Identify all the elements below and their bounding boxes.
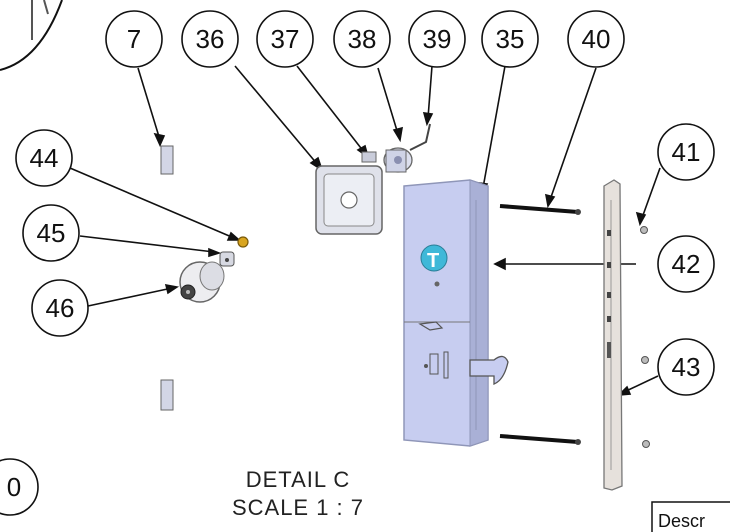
callout-0-partial: 0 [0, 458, 39, 516]
detail-scale: SCALE 1 : 7 [232, 495, 364, 520]
callout-38-label: 38 [348, 24, 377, 54]
callout-41: 41 [657, 123, 715, 181]
callout-46: 46 [31, 279, 89, 337]
callout-42-label: 42 [672, 249, 701, 279]
callout-36-label: 36 [196, 24, 225, 54]
callout-45: 45 [22, 204, 80, 262]
part-38-39-cylinder-assembly [383, 123, 431, 173]
callout-40: 40 [567, 10, 625, 68]
callout-37-label: 37 [271, 24, 300, 54]
callout-36: 36 [181, 10, 239, 68]
callout-41-label: 41 [672, 137, 701, 167]
svg-text:T: T [427, 250, 439, 272]
callout-46-label: 46 [46, 293, 75, 323]
part-43-face-plate [603, 179, 623, 491]
detail-title: DETAIL C [246, 467, 351, 492]
callout-7-label: 7 [127, 24, 141, 54]
callout-35-label: 35 [496, 24, 525, 54]
callout-37: 37 [256, 10, 314, 68]
part-37-clip [361, 151, 377, 163]
part-44-pin [237, 236, 249, 248]
callout-43: 43 [657, 338, 715, 396]
callout-40-label: 40 [582, 24, 611, 54]
part-40-42-long-screws [499, 204, 581, 445]
part-7-plate-top [160, 145, 174, 175]
part-46-knob [179, 261, 225, 303]
callout-45-label: 45 [37, 218, 66, 248]
leader-lines [69, 65, 661, 396]
callout-38: 38 [333, 10, 391, 68]
part-41-screws [640, 226, 650, 448]
callout-44: 44 [15, 129, 73, 187]
part-36-escutcheon [315, 165, 383, 235]
callout-35: 35 [481, 10, 539, 68]
part-7-plate-bottom [160, 379, 174, 411]
callout-43-label: 43 [672, 352, 701, 382]
part-35-lock-body: T [403, 179, 509, 447]
partial-detail-circle [0, 0, 63, 71]
callout-39-label: 39 [423, 24, 452, 54]
description-header: Descr [658, 511, 705, 531]
callout-39: 39 [408, 10, 466, 68]
callout-44-label: 44 [30, 143, 59, 173]
callout-42: 42 [657, 235, 715, 293]
part-45-bracket [219, 251, 235, 267]
description-table-partial: Descr [651, 501, 730, 532]
callout-0-label: 0 [7, 472, 21, 502]
callout-7: 7 [105, 10, 163, 68]
